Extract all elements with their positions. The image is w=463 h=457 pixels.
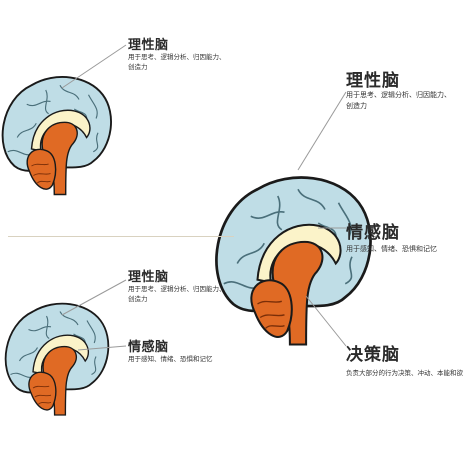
desc-line: 负责大部分的行为决策、冲动、本能和欲望 <box>346 369 463 377</box>
desc-emotional-right: 用于感知、情绪、恐惧和记忆 <box>346 244 437 255</box>
leader-line-rational-bottom <box>61 279 127 316</box>
brain-illustration-top <box>1 76 112 196</box>
brain-illustration-bottom <box>4 302 110 416</box>
label-emotional-right: 情感脑 <box>346 223 400 243</box>
section-divider <box>8 236 234 237</box>
desc-line: 用于思考、逻辑分析、归因能力、 <box>346 91 451 99</box>
leader-line-emotional-bottom <box>77 345 127 351</box>
brain-illustration-right <box>215 176 372 346</box>
label-rational-right: 理性脑 <box>346 71 400 91</box>
desc-rational-right: 用于思考、逻辑分析、归因能力、 创造力 <box>346 90 451 112</box>
label-decision-right: 决策脑 <box>346 345 400 365</box>
desc-line: 创造力 <box>346 102 367 110</box>
label-emotional-bottom: 情感脑 <box>128 340 169 355</box>
desc-line: 用于感知、情绪、恐惧和记忆 <box>128 355 213 363</box>
leader-line-rational-top <box>61 44 127 89</box>
label-rational-top: 理性脑 <box>128 38 169 53</box>
desc-rational-top: 用于思考、逻辑分析、归因能力、 创造力 <box>128 52 226 72</box>
desc-line: 创造力 <box>128 63 148 71</box>
desc-line: 用于感知、情绪、恐惧和记忆 <box>346 245 437 253</box>
leader-line-rational-right <box>297 91 347 171</box>
label-rational-bottom: 理性脑 <box>128 270 169 285</box>
desc-line: 用于思考、逻辑分析、归因能力、 <box>128 53 226 61</box>
desc-line: 用于思考、逻辑分析、归因能力、 <box>128 285 226 293</box>
desc-line: 创造力 <box>128 295 148 303</box>
desc-rational-bottom: 用于思考、逻辑分析、归因能力、 创造力 <box>128 284 226 304</box>
leader-line-decision-right <box>305 295 347 347</box>
desc-decision-right: 负责大部分的行为决策、冲动、本能和欲望 <box>346 368 463 379</box>
desc-emotional-bottom: 用于感知、情绪、恐惧和记忆 <box>128 354 213 364</box>
